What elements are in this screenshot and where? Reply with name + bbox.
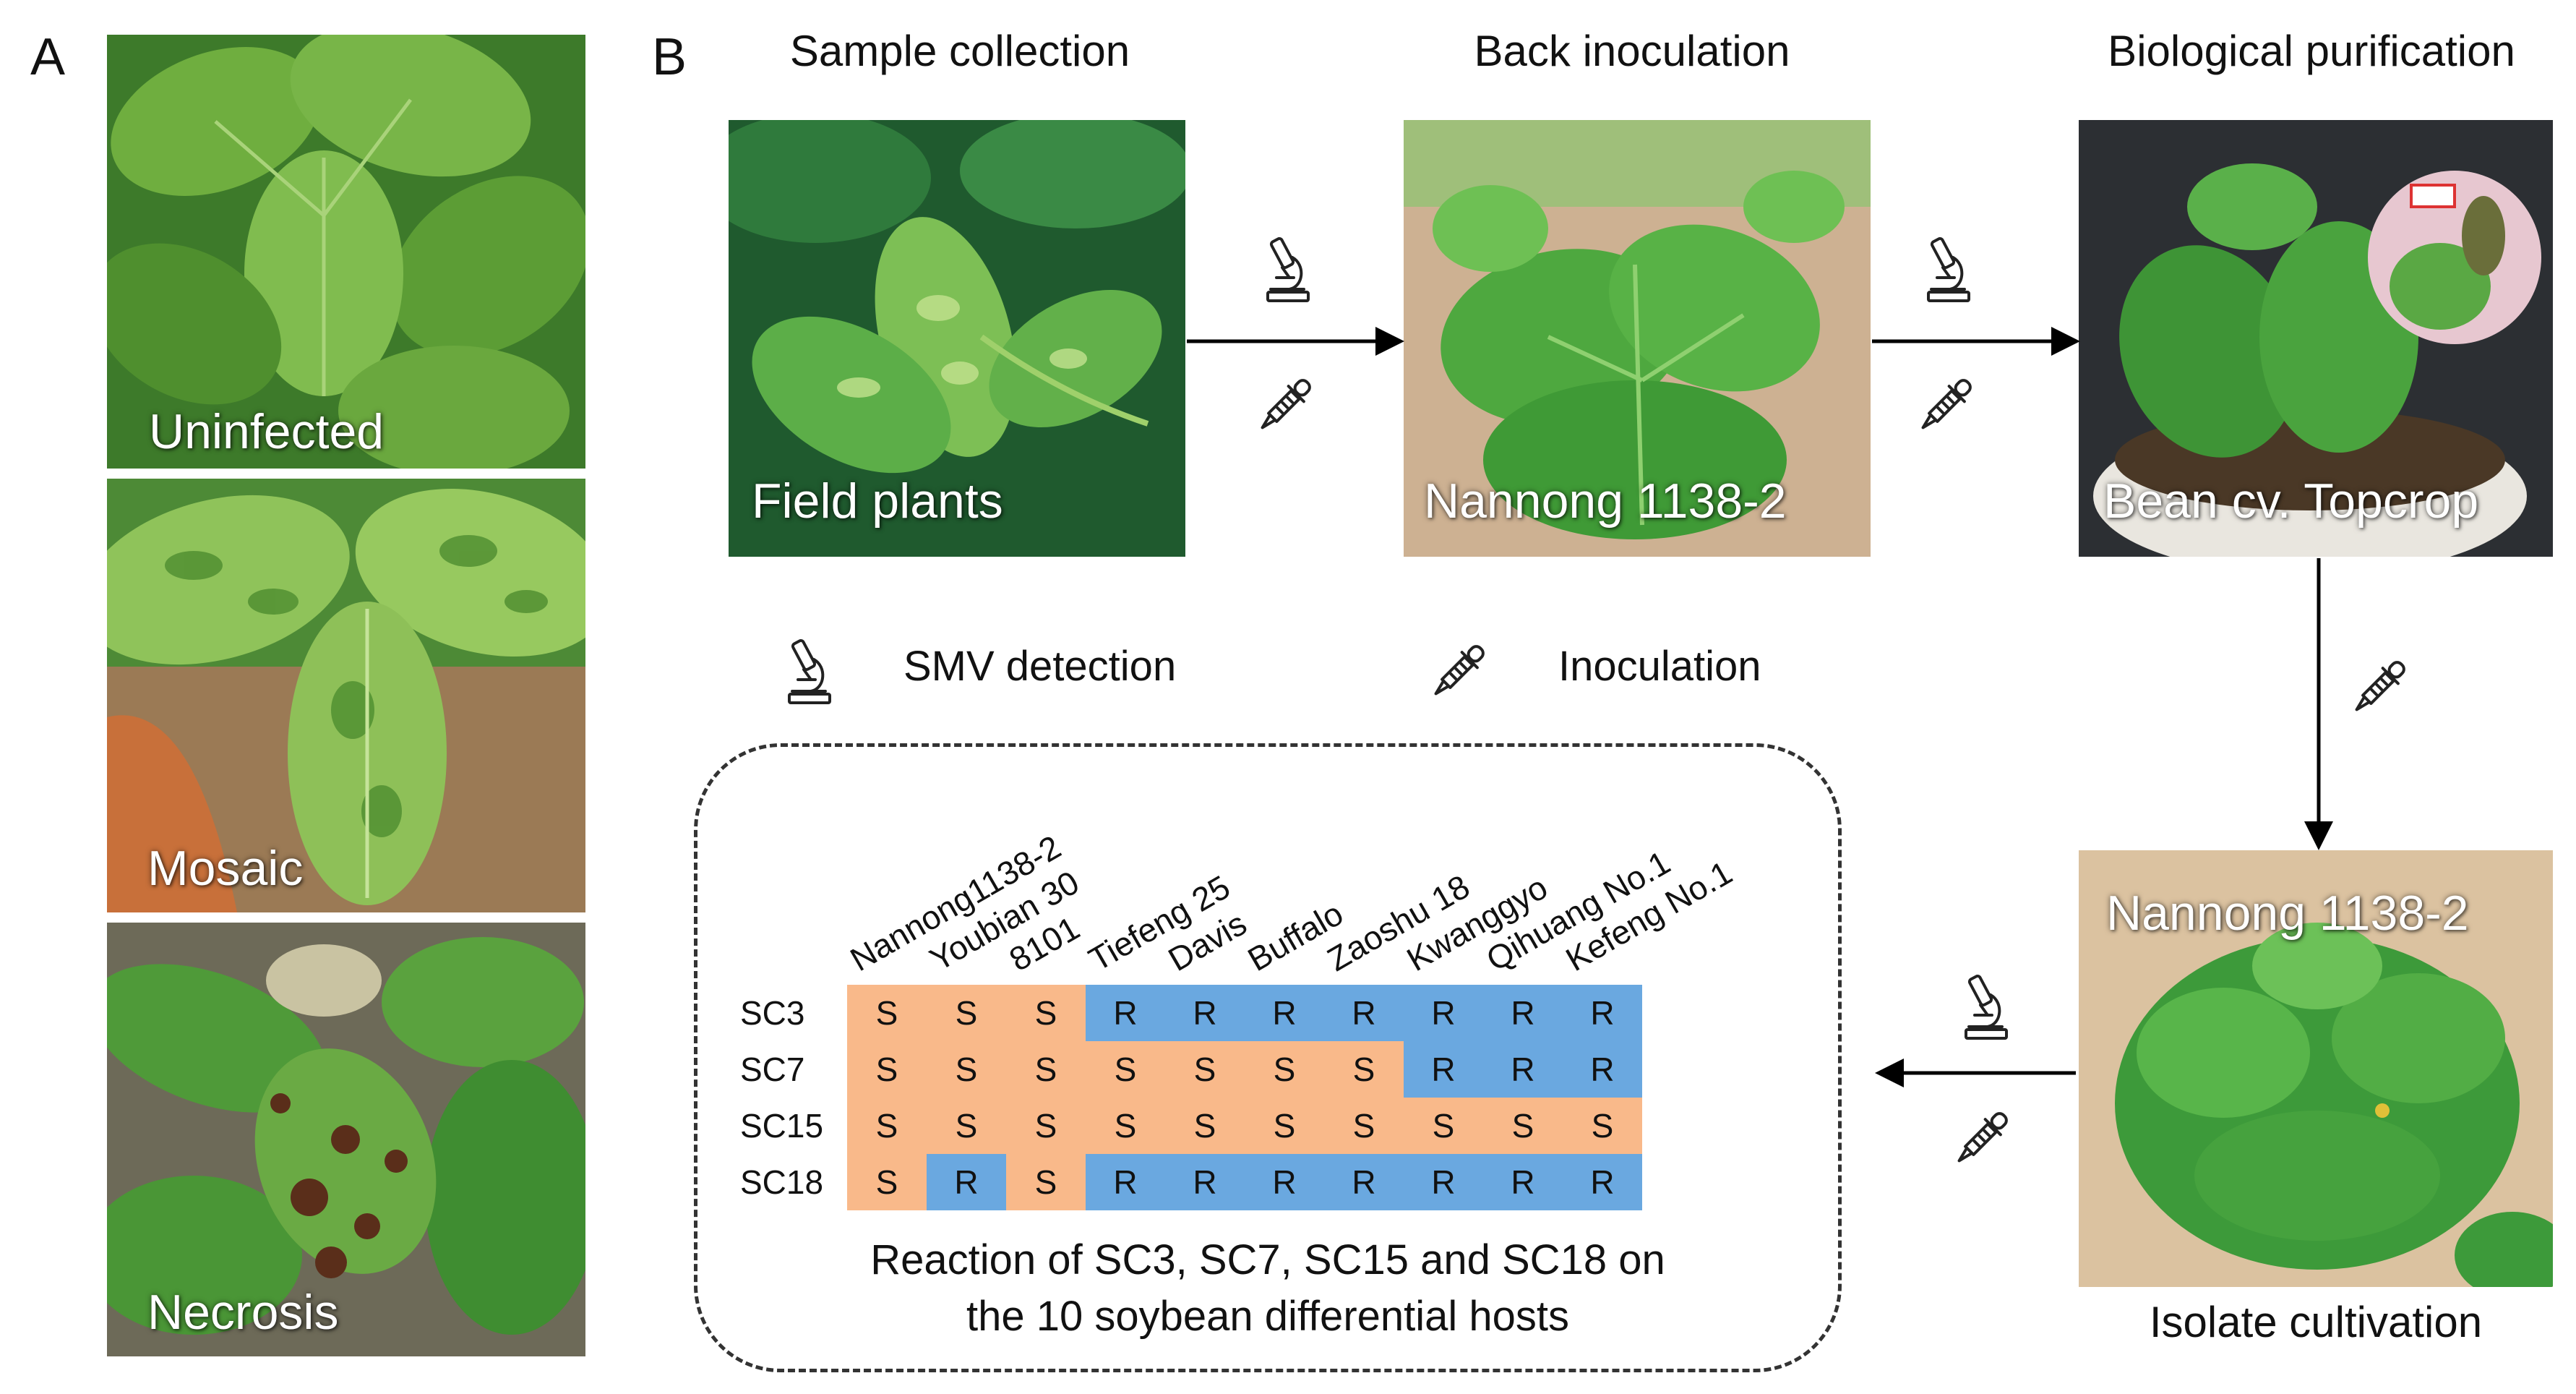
panel-label-b: B <box>652 28 687 86</box>
photo-label-field-plants: Field plants <box>752 474 1003 529</box>
photo-bean-topcrop: Bean cv. Topcrop <box>2079 120 2553 557</box>
photo-label-necrosis: Necrosis <box>147 1285 339 1340</box>
photo-label-isolate-cultivation: Nannong 1138-2 <box>2106 886 2469 941</box>
legend-dropper-icon <box>1426 639 1490 704</box>
dropper-icon <box>1253 373 1317 437</box>
microscope-icon <box>1266 236 1310 302</box>
photo-isolate-cultivation: Nannong 1138-2 <box>2079 850 2553 1287</box>
panel-label-a: A <box>30 28 66 86</box>
photo-necrosis: Necrosis <box>107 923 585 1356</box>
dropper-icon <box>2347 655 2411 719</box>
step-heading-sample-collection: Sample collection <box>789 27 1130 75</box>
microscope-icon <box>1927 236 1970 302</box>
step-heading-isolate-cultivation: Isolate cultivation <box>2149 1298 2483 1346</box>
table-caption-line1: Reaction of SC3, SC7, SC15 and SC18 on <box>870 1236 1665 1283</box>
legend-microscope-icon <box>788 638 831 704</box>
legend-inoculation: Inoculation <box>1558 643 1761 690</box>
photo-label-mosaic: Mosaic <box>147 841 304 896</box>
photo-field-plants: Field plants <box>729 120 1185 557</box>
reaction-table-box <box>694 743 1842 1372</box>
photo-back-inoculation: Nannong 1138-2 <box>1404 120 1871 557</box>
photo-label-bean-topcrop: Bean cv. Topcrop <box>2103 474 2479 529</box>
dropper-icon <box>1949 1106 2014 1171</box>
step-heading-biological-purification: Biological purification <box>2108 27 2515 75</box>
table-caption: Reaction of SC3, SC7, SC15 and SC18 on t… <box>723 1232 1813 1345</box>
table-caption-line2: the 10 soybean differential hosts <box>966 1293 1570 1340</box>
photo-label-back-inoculation: Nannong 1138-2 <box>1424 474 1787 529</box>
legend-smv-detection: SMV detection <box>903 643 1177 690</box>
photo-label-uninfected: Uninfected <box>149 404 385 459</box>
photo-uninfected: Uninfected <box>107 35 585 469</box>
photo-mosaic: Mosaic <box>107 479 585 912</box>
microscope-icon <box>1965 973 2008 1040</box>
dropper-icon <box>1913 373 1978 437</box>
step-heading-back-inoculation: Back inoculation <box>1474 27 1790 75</box>
